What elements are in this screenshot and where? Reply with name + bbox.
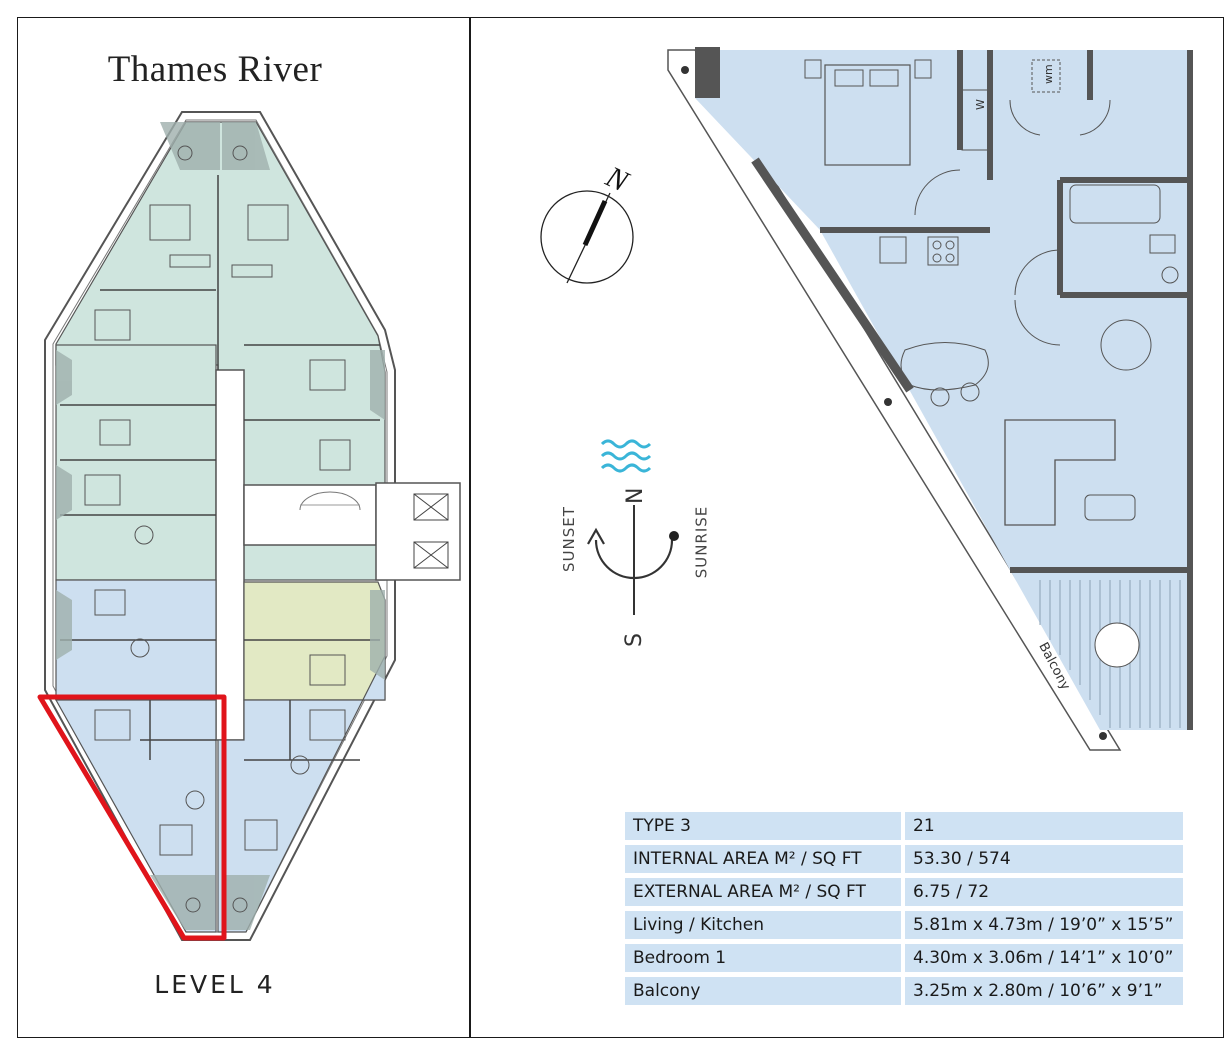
sun-arc: [594, 539, 674, 580]
level-floorplan: [37, 111, 461, 941]
spec-value: 5.81m x 4.73m / 19’0” x 15’5”: [905, 911, 1183, 939]
building-title: Thames River: [107, 49, 323, 90]
spec-value: 53.30 / 574: [905, 845, 1183, 873]
sofa: [1004, 419, 1116, 526]
washing-machine-label: wm: [1042, 64, 1055, 84]
living-kitchen-area: [820, 230, 1190, 570]
sunset-arrow: [587, 527, 605, 545]
spec-label: INTERNAL AREA M² / SQ FT: [625, 845, 901, 873]
building-outline: [44, 111, 396, 941]
spec-value: 6.75 / 72: [905, 878, 1183, 906]
hob: [927, 236, 959, 266]
apartment-plan: W wm Balcony: [667, 47, 1193, 751]
lift-block: [375, 482, 461, 581]
double-bed: [824, 64, 911, 166]
unit-blue-se: [217, 655, 386, 933]
compass: N: [540, 160, 635, 284]
unit-teal-west: [55, 344, 217, 581]
corridor: [215, 369, 245, 741]
compass-north-label: N: [600, 160, 635, 200]
outer-wall: [667, 49, 1122, 751]
spec-value: 3.25m x 2.80m / 10’6” x 9’1”: [905, 977, 1183, 1005]
sun-path: N S: [587, 439, 679, 647]
stair-core: [243, 484, 377, 546]
sun-south-label: S: [622, 633, 647, 647]
spec-label: EXTERNAL AREA M² / SQ FT: [625, 878, 901, 906]
balcony-table: [1094, 622, 1140, 668]
spec-value: 4.30m x 3.06m / 14’1” x 10’0”: [905, 944, 1183, 972]
bathtub: [1069, 184, 1161, 224]
panel-divider: [469, 17, 471, 1038]
coffee-table: [1084, 494, 1136, 521]
spec-label: TYPE 3: [625, 812, 901, 840]
sunset-label: SUNSET: [559, 506, 578, 572]
sink: [879, 236, 907, 264]
spec-label: Bedroom 1: [625, 944, 901, 972]
bedroom-area: [695, 50, 1190, 230]
page-frame: [17, 17, 1224, 1038]
spec-value: 21: [905, 812, 1183, 840]
water-icon: [600, 439, 652, 473]
selected-unit-highlight: [37, 694, 227, 941]
wardrobe-label: W: [974, 99, 987, 110]
level-label: LEVEL 4: [154, 970, 276, 999]
compass-circle: [540, 190, 634, 284]
unit-green: [243, 581, 386, 701]
spec-label: Living / Kitchen: [625, 911, 901, 939]
dining-table: [1100, 319, 1152, 371]
sun-north-label: N: [623, 488, 648, 504]
unit-blue-sw: [54, 699, 217, 933]
sunrise-dot: [669, 531, 679, 541]
spec-label: Balcony: [625, 977, 901, 1005]
